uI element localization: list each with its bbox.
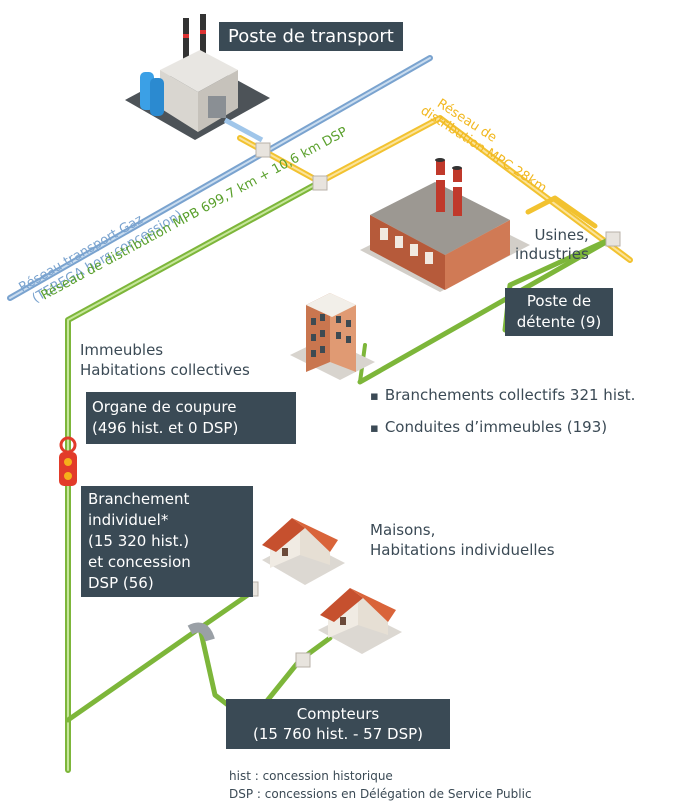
bullet-item: Branchements collectifs 321 hist. [370,380,636,412]
compteurs-line: Compteurs [296,705,380,723]
branchement-line: et concession [88,553,191,571]
usines-label: Usines, industries [515,226,589,264]
compteurs-line: (15 760 hist. - 57 DSP) [252,725,424,743]
usines-line: Usines, [534,226,589,244]
pipe-elbow [187,622,215,642]
footnotes: hist : concession historique DSP : conce… [229,767,532,803]
bullet-list: Branchements collectifs 321 hist. Condui… [370,380,636,444]
factory-icon [360,158,530,292]
immeubles-line: Immeubles [80,341,164,359]
poste-transport-label: Poste de transport [228,26,394,47]
poste-transport-box: Poste de transport [219,22,403,51]
branchement-line: Branchement [88,490,190,508]
poste-detente-line: Poste de [526,292,592,310]
branchement-line: (15 320 hist.) [88,532,190,550]
footnote: hist : concession historique [229,769,393,783]
bullet-item: Conduites d’immeubles (193) [370,412,635,444]
apartment-building-icon [290,293,375,380]
transport-pipe [7,55,433,301]
maisons-line: Habitations individuelles [370,541,555,559]
poste-detente-line: détente (9) [516,313,602,331]
immeubles-label: Immeubles Habitations collectives [80,340,250,380]
house-icon [262,518,345,585]
house-icon [318,588,402,654]
maisons-line: Maisons, [370,521,436,539]
transport-station-icon [125,14,270,143]
maisons-label: Maisons, Habitations individuelles [370,520,555,560]
mpc-pipe [237,115,633,263]
compteurs-box: Compteurs (15 760 hist. - 57 DSP) [226,699,450,749]
mpb-network-label: Réseau de distribution MPB 699,7 km + 10… [39,124,351,303]
organe-coupure-line: Organe de coupure [92,398,237,416]
mpb-pipe [65,179,618,773]
organe-coupure-box: Organe de coupure (496 hist. et 0 DSP) [86,392,296,444]
branchement-line: DSP (56) [88,574,154,592]
valve-icon [59,436,77,486]
branchement-individuel-box: Branchement individuel* (15 320 hist.) e… [81,486,253,597]
poste-detente-box: Poste de détente (9) [505,288,613,336]
immeubles-line: Habitations collectives [80,361,250,379]
footnote: DSP : concessions en Délégation de Servi… [229,787,532,801]
usines-line: industries [515,245,589,263]
organe-coupure-line: (496 hist. et 0 DSP) [92,419,239,437]
branchement-line: individuel* [88,511,169,529]
